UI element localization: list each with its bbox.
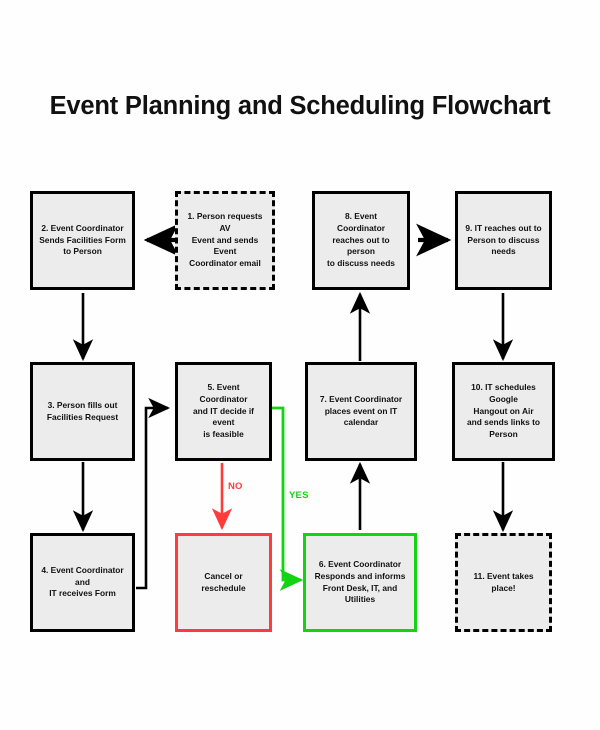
node-cancel-or-reschedule[interactable]: Cancel or reschedule [175, 533, 272, 632]
node-label: 5. Event Coordinator and IT decide if ev… [193, 381, 254, 440]
node-label: 6. Event Coordinator Responds and inform… [314, 558, 406, 605]
node-6-responds-and-informs-front-desk[interactable]: 6. Event Coordinator Responds and inform… [303, 533, 417, 632]
node-10-it-schedules-google-hangout[interactable]: 10. IT schedules Google Hangout on Air a… [452, 362, 555, 461]
node-label: 2. Event Coordinator Sends Facilities Fo… [39, 222, 126, 257]
node-9-it-reaches-out-to-person[interactable]: 9. IT reaches out to Person to discuss n… [455, 191, 552, 290]
node-label: 4. Event Coordinator and IT receives For… [41, 564, 124, 599]
page-title: Event Planning and Scheduling Flowchart [49, 92, 551, 120]
node-8-event-coordinator-reaches-out[interactable]: 8. Event Coordinator reaches out to pers… [312, 191, 410, 290]
node-label: 1. Person requests AV Event and sends Ev… [187, 210, 263, 269]
node-11-event-takes-place[interactable]: 11. Event takes place! [455, 533, 552, 632]
node-2-event-coordinator-sends-facilities-form[interactable]: 2. Event Coordinator Sends Facilities Fo… [30, 191, 135, 290]
node-label: 3. Person fills out Facilities Request [46, 399, 119, 422]
edge-label-no: NO [228, 481, 243, 492]
edge-4-to-5 [136, 397, 171, 590]
node-label: 8. Event Coordinator reaches out to pers… [327, 210, 395, 269]
node-label: 9. IT reaches out to Person to discuss n… [465, 222, 542, 257]
node-1-person-requests-av-event[interactable]: 1. Person requests AV Event and sends Ev… [175, 191, 275, 290]
node-3-person-fills-out-facilities-request[interactable]: 3. Person fills out Facilities Request [30, 362, 135, 461]
node-7-places-event-on-it-calendar[interactable]: 7. Event Coordinator places event on IT … [305, 362, 417, 461]
node-label: 7. Event Coordinator places event on IT … [319, 393, 403, 428]
node-label: Cancel or reschedule [201, 570, 246, 593]
edge-label-yes: YES [289, 490, 309, 501]
node-4-event-coordinator-and-it-receives-form[interactable]: 4. Event Coordinator and IT receives For… [30, 533, 135, 632]
node-label: 10. IT schedules Google Hangout on Air a… [466, 381, 541, 440]
node-label: 11. Event takes place! [473, 570, 534, 593]
node-5-decide-if-event-is-feasible[interactable]: 5. Event Coordinator and IT decide if ev… [175, 362, 272, 461]
